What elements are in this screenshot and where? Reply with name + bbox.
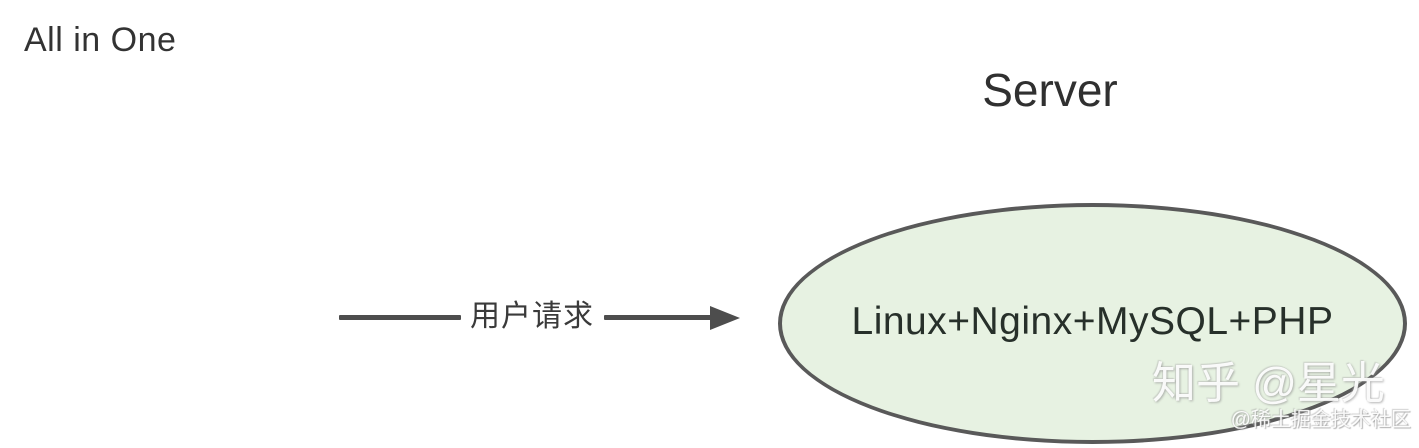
arrow-label: 用户请求 bbox=[470, 300, 594, 333]
server-title: Server bbox=[982, 64, 1118, 116]
arrowhead-right-icon bbox=[710, 306, 740, 330]
all-in-one-label: All in One bbox=[24, 21, 177, 59]
lnmp-stack-label: Linux+Nginx+MySQL+PHP bbox=[851, 299, 1334, 343]
server-ellipse: Linux+Nginx+MySQL+PHP bbox=[778, 203, 1407, 444]
arrow-line-right bbox=[604, 315, 712, 320]
arrow-line-left bbox=[339, 315, 461, 320]
